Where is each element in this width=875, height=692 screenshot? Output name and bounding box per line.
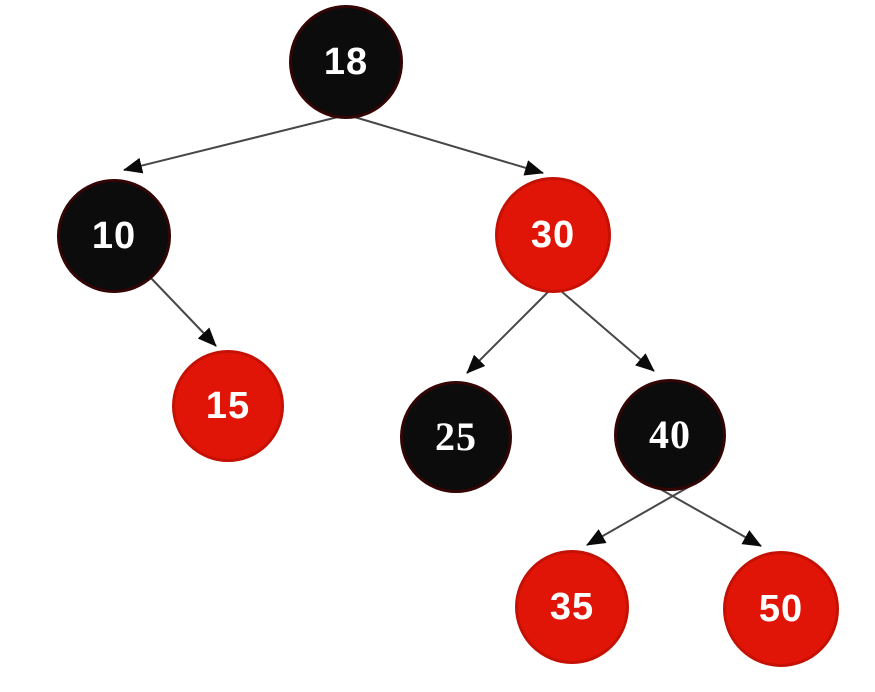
node-label: 10 xyxy=(91,215,137,257)
tree-edge-40-35 xyxy=(586,480,700,546)
tree-node-30: 30 xyxy=(495,177,611,293)
node-label: 35 xyxy=(549,586,595,628)
node-label: 25 xyxy=(435,414,477,459)
tree-node-40: 40 xyxy=(614,379,726,491)
node-label: 50 xyxy=(758,588,804,630)
tree-node-50: 50 xyxy=(723,551,839,667)
tree-edge-18-10 xyxy=(123,115,343,174)
tree-edge-30-25 xyxy=(466,290,550,374)
tree-edge-30-40 xyxy=(560,290,655,372)
node-label: 18 xyxy=(323,41,369,83)
node-label: 30 xyxy=(530,214,576,256)
tree-node-35: 35 xyxy=(515,550,629,664)
tree-edges xyxy=(123,115,762,547)
node-label: 40 xyxy=(649,412,691,457)
tree-edge-40-50 xyxy=(645,480,762,547)
node-label: 15 xyxy=(205,385,251,427)
tree-node-10: 10 xyxy=(57,179,171,293)
tree-node-18: 18 xyxy=(289,5,403,119)
tree-edge-10-15 xyxy=(149,276,217,347)
tree-node-15: 15 xyxy=(172,350,284,462)
tree-node-25: 25 xyxy=(400,381,512,493)
tree-edge-18-30 xyxy=(350,115,544,176)
